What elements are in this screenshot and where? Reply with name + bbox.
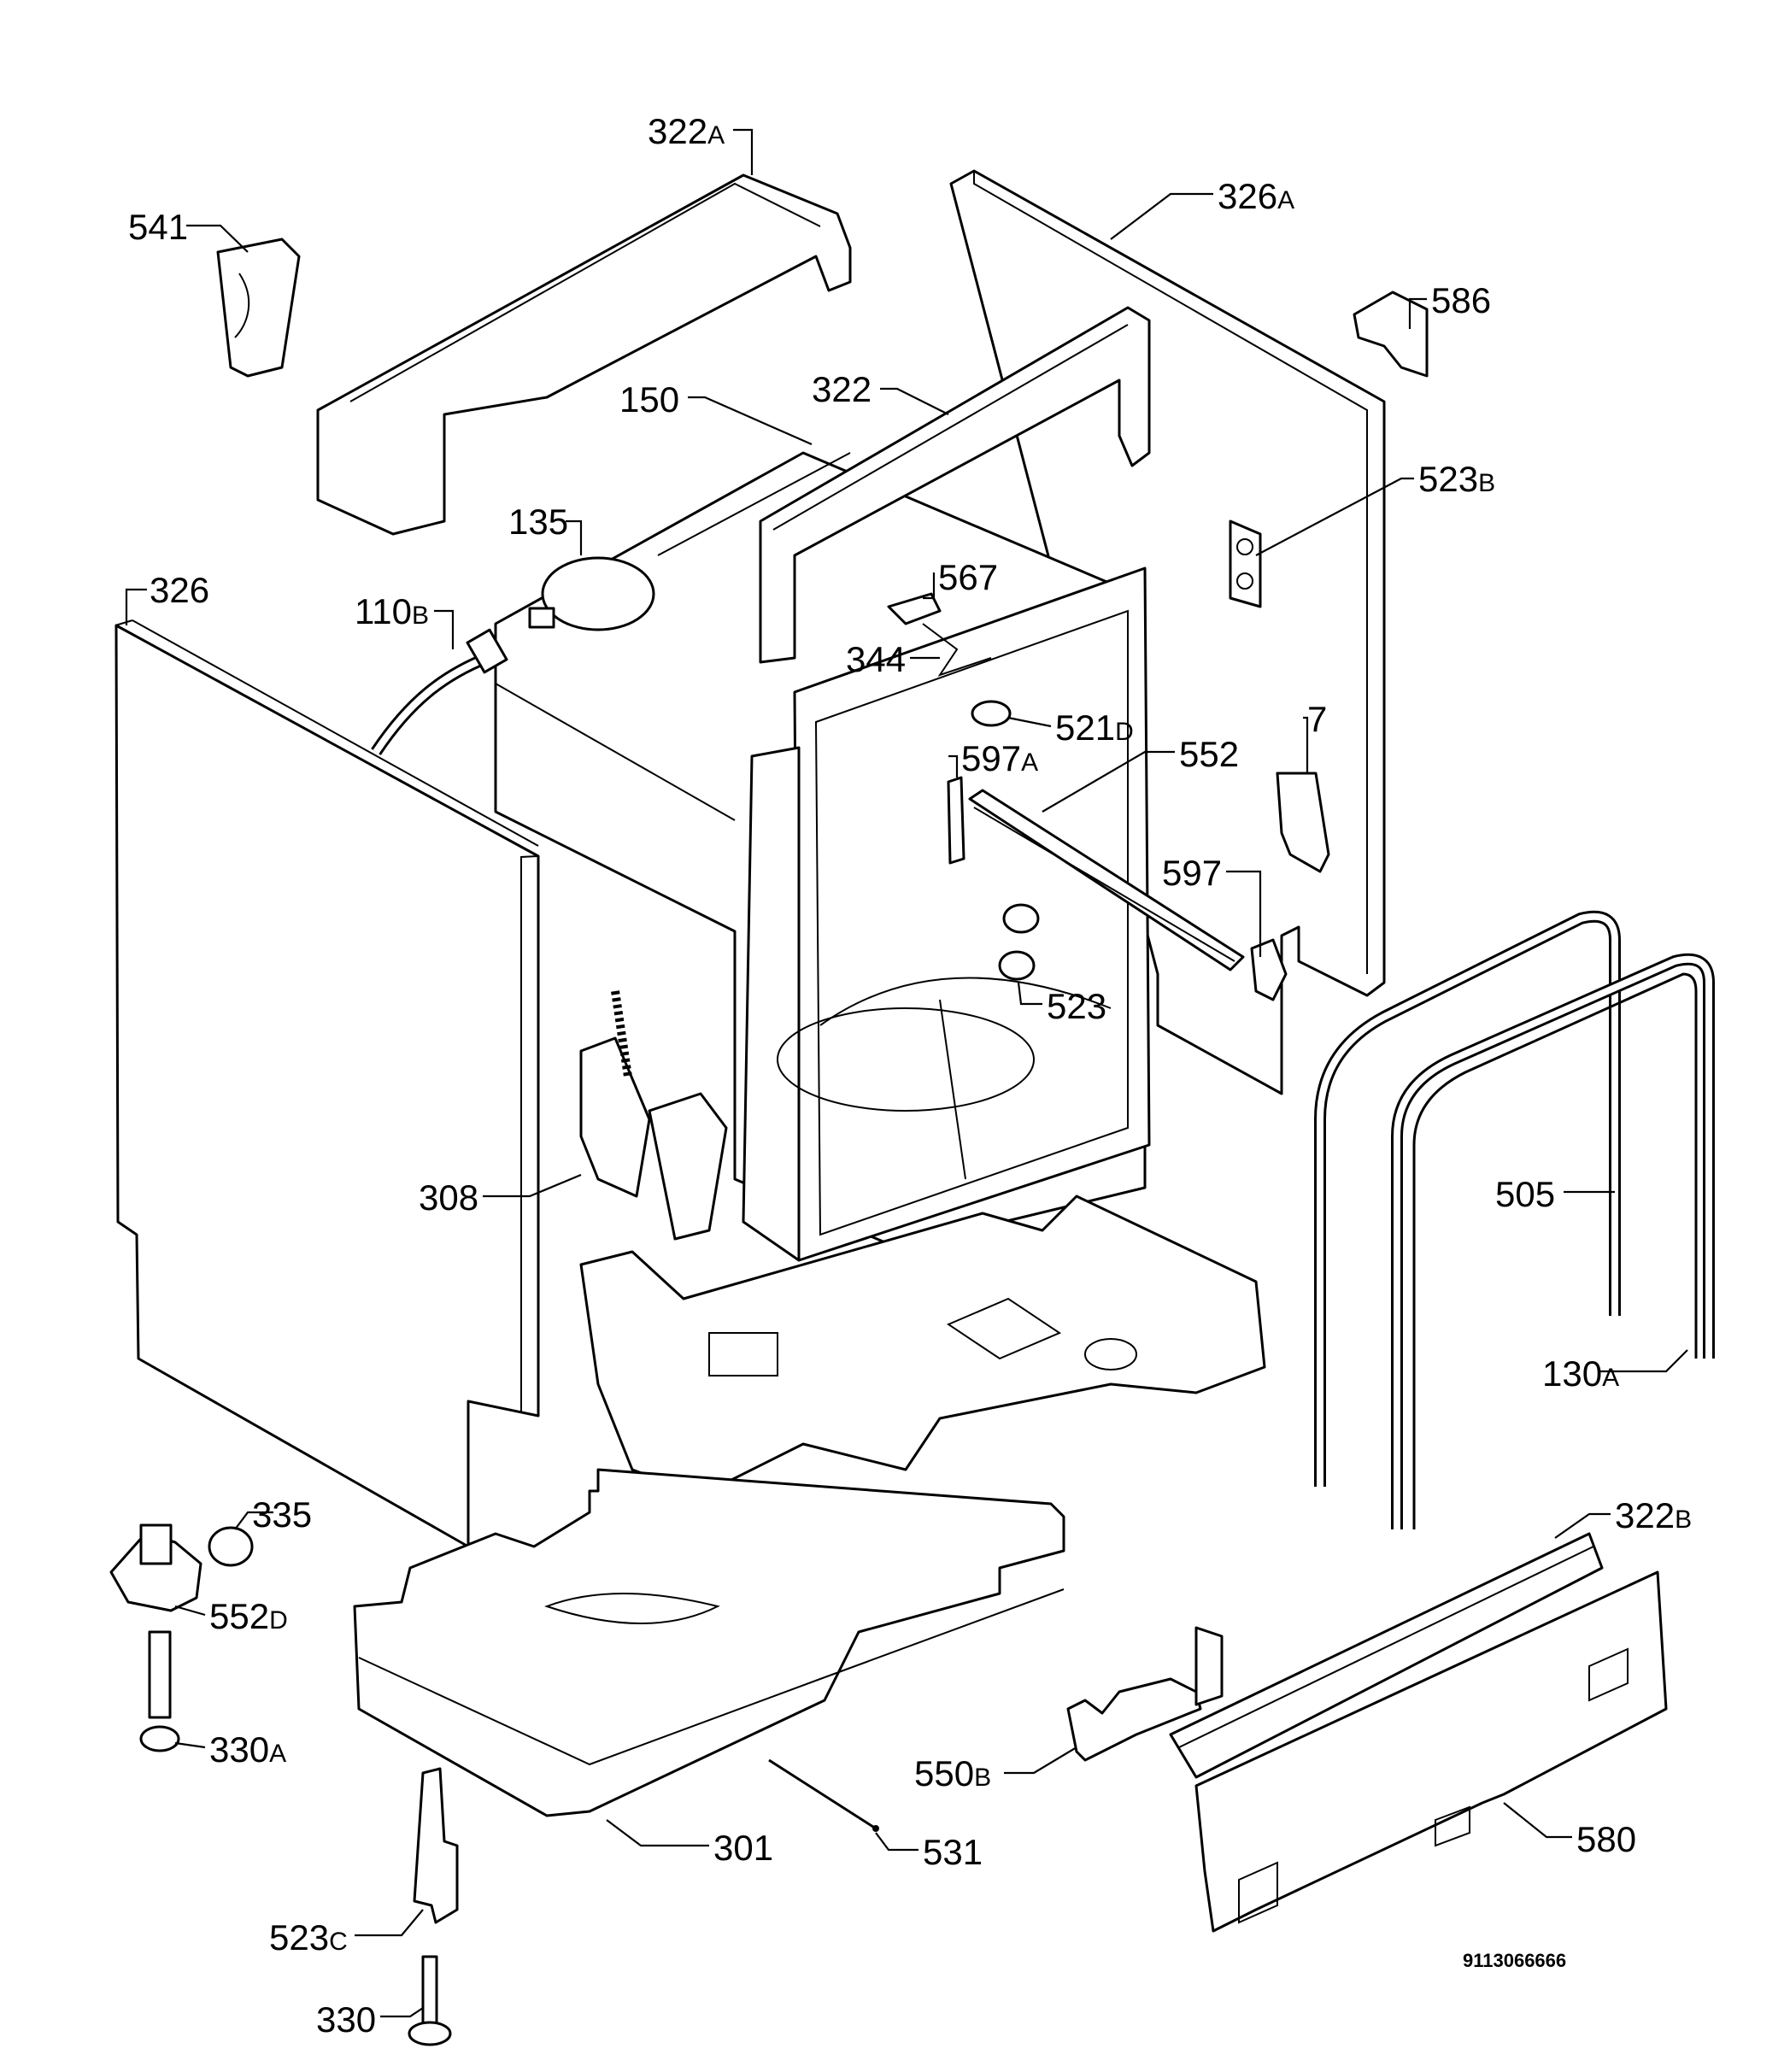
- grommet-523: [998, 903, 1040, 981]
- top-cover-150: [657, 452, 851, 556]
- callout-335: 335: [252, 1494, 312, 1535]
- callout-308: 308: [419, 1177, 478, 1218]
- clip-597A: [947, 776, 965, 865]
- base-frame: [579, 1194, 1266, 1497]
- screw-330A: [139, 1630, 180, 1752]
- callout-597A: 597A: [961, 738, 1038, 778]
- callout-552D: 552D: [209, 1596, 288, 1636]
- callout-523: 523: [1047, 986, 1106, 1026]
- rail-552: [968, 789, 1245, 971]
- bracket-523C: [413, 1767, 459, 1924]
- callout-567: 567: [938, 557, 998, 597]
- callout-322B: 322B: [1615, 1495, 1692, 1535]
- grommet-523B: [1229, 519, 1262, 608]
- callout-521D: 521D: [1055, 707, 1134, 748]
- clip-567: [887, 592, 992, 677]
- rail-322B: [1169, 1532, 1604, 1779]
- callout-550B: 550B: [914, 1753, 991, 1793]
- latch-7: [1276, 772, 1330, 873]
- callout-597: 597: [1162, 853, 1222, 893]
- callout-531: 531: [923, 1832, 983, 1872]
- gasket-130A: [1391, 953, 1715, 1529]
- callout-523B: 523B: [1418, 459, 1495, 499]
- callout-135: 135: [508, 502, 568, 542]
- callout-7: 7: [1307, 699, 1327, 739]
- callout-552: 552: [1179, 734, 1239, 774]
- bracket-550B: [1066, 1626, 1224, 1762]
- callout-580: 580: [1576, 1819, 1636, 1859]
- grommet-521D: [971, 700, 1012, 727]
- hinge-308: [579, 990, 728, 1241]
- screw-330: [408, 1955, 452, 2046]
- top-rail-rear: [316, 173, 852, 536]
- drawing-code: 9113066666: [1463, 1950, 1566, 1971]
- top-rail-front: [759, 306, 1151, 664]
- callout-301: 301: [713, 1828, 773, 1868]
- callout-344: 344: [846, 639, 906, 679]
- callout-150: 150: [619, 379, 679, 420]
- callout-322: 322: [812, 369, 872, 409]
- tub-front-frame: [742, 566, 1151, 1262]
- callout-505: 505: [1495, 1174, 1555, 1214]
- adjustable-foot-552D: [109, 1523, 202, 1612]
- hose-110B: [371, 628, 508, 755]
- clip-586: [1353, 291, 1429, 378]
- leader-lines: [125, 128, 1688, 2018]
- callout-330: 330: [316, 1999, 376, 2040]
- callout-326: 326: [150, 570, 209, 610]
- callout-523C: 523C: [269, 1917, 348, 1958]
- callout-330A: 330A: [209, 1729, 286, 1770]
- callout-110B: 110B: [355, 591, 429, 631]
- callout-322A: 322A: [648, 111, 725, 151]
- callout-541: 541: [128, 207, 188, 247]
- callout-130A: 130A: [1542, 1353, 1619, 1394]
- gasket-505: [1314, 910, 1621, 1487]
- callout-labels: 322A 541 326A 586 150 322 523B 135 567 3…: [128, 111, 1692, 2040]
- bracket-541: [216, 238, 301, 378]
- plinth-580: [1194, 1570, 1668, 1933]
- rod-531: [768, 1758, 879, 1832]
- base-pan-301: [353, 1468, 1065, 1817]
- float-135: [528, 556, 655, 631]
- side-panel-left: [114, 619, 540, 1548]
- callout-586: 586: [1431, 280, 1491, 320]
- nut-335: [208, 1526, 254, 1567]
- callout-326A: 326A: [1218, 176, 1294, 216]
